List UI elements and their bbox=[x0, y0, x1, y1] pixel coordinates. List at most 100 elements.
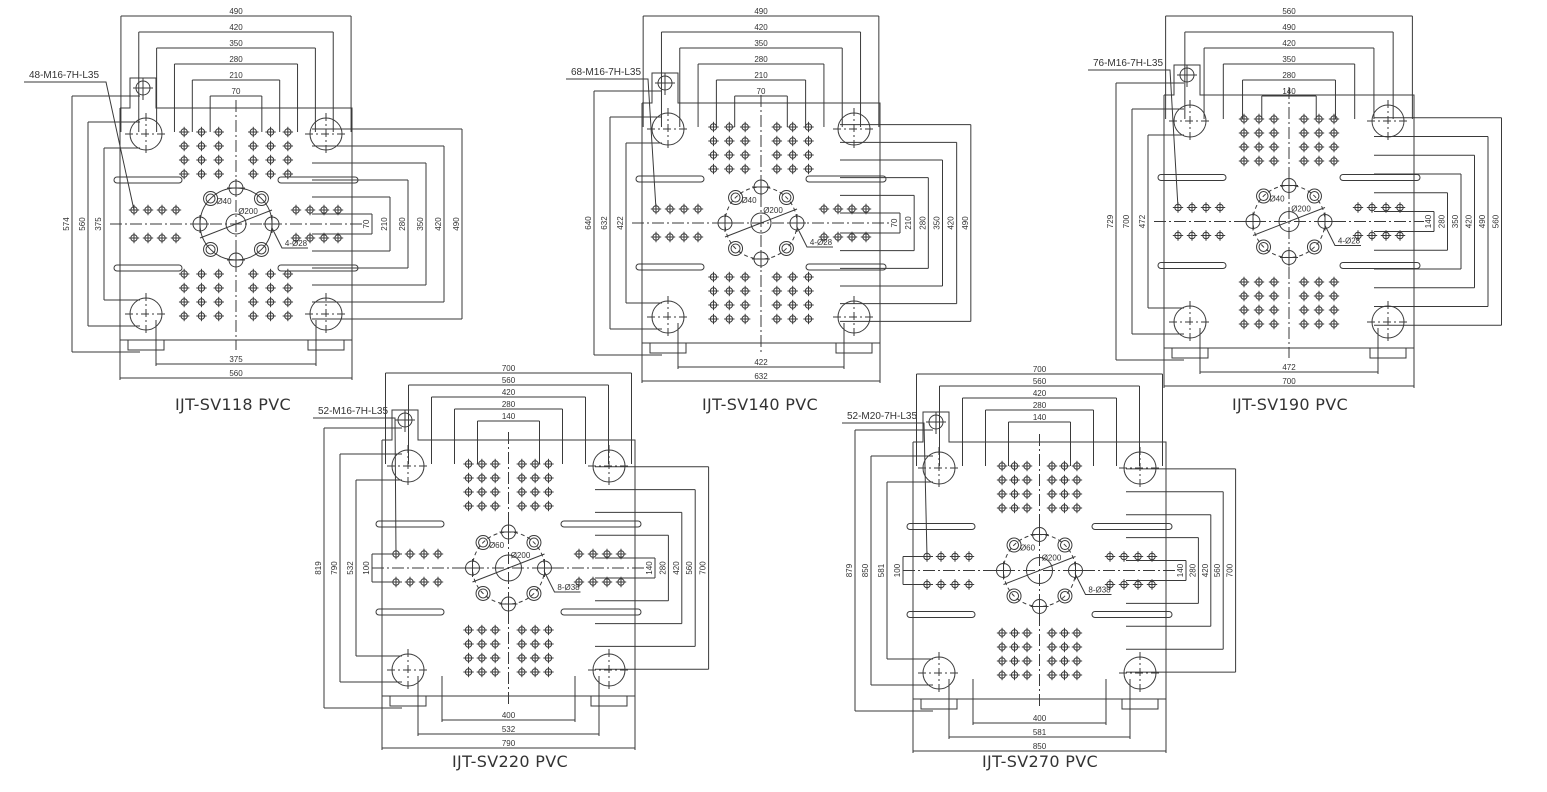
counterbore-hole bbox=[475, 585, 491, 601]
ejector-callout-leader bbox=[271, 227, 308, 249]
ring-diameter-label: Ø40 bbox=[1269, 195, 1285, 204]
top-dimension-label: 350 bbox=[229, 39, 243, 48]
left-dimension-label: 879 bbox=[845, 563, 854, 577]
counterbore-hole bbox=[1057, 588, 1073, 604]
left-dimension-label: 560 bbox=[78, 217, 87, 231]
platen-foot bbox=[1369, 347, 1407, 359]
top-dimension-label: 560 bbox=[1033, 377, 1047, 386]
thread-callout: 52-M16-7H-L35 bbox=[318, 406, 388, 417]
platen-foot bbox=[835, 342, 873, 354]
t-slot bbox=[635, 263, 705, 271]
ejector-hole-callout: 8-Ø38 bbox=[557, 583, 580, 592]
right-dimension-label: 70 bbox=[890, 218, 899, 227]
right-dimension-label: 700 bbox=[1226, 563, 1235, 577]
left-dimension-label: 729 bbox=[1106, 214, 1115, 228]
right-dimension-label: 350 bbox=[933, 216, 942, 230]
top-dimension-label: 350 bbox=[1282, 55, 1296, 64]
left-dimension-label: 632 bbox=[600, 216, 609, 230]
platen-foot bbox=[307, 339, 345, 351]
ejector-hole-callout: 4-Ø28 bbox=[810, 238, 833, 247]
left-dimension-label: 532 bbox=[346, 561, 355, 575]
counterbore-inner bbox=[1009, 590, 1020, 601]
counterbore-inner bbox=[1009, 540, 1020, 551]
bottom-dimension-label: 581 bbox=[1033, 728, 1047, 737]
top-dimension-label: 490 bbox=[754, 7, 768, 16]
locating-ring-hole bbox=[1026, 557, 1053, 584]
counterbore-hole bbox=[778, 190, 794, 206]
platen-outline bbox=[912, 411, 1167, 700]
counterbore-hole bbox=[1306, 239, 1322, 255]
counterbore-inner bbox=[1258, 241, 1269, 252]
t-slot bbox=[1339, 262, 1421, 269]
t-slot bbox=[375, 520, 445, 528]
locating-ring-hole bbox=[750, 212, 772, 234]
right-dimension-label: 140 bbox=[645, 561, 654, 575]
left-dimension-label: 850 bbox=[861, 563, 870, 577]
top-dimension-label: 560 bbox=[1282, 7, 1296, 16]
counterbore-inner bbox=[1309, 191, 1320, 202]
thread-callout: 52-M20-7H-L35 bbox=[847, 411, 917, 422]
thread-callout: 76-M16-7H-L35 bbox=[1093, 58, 1163, 69]
t-slot bbox=[906, 611, 976, 618]
counterbore-hole bbox=[1256, 239, 1272, 255]
diameter-leader bbox=[472, 553, 545, 583]
locating-ring-hole bbox=[225, 213, 247, 235]
counterbore-inner bbox=[1258, 191, 1269, 202]
counterbore-hole bbox=[778, 240, 794, 256]
top-dimension-label: 700 bbox=[502, 364, 516, 373]
right-dimension-label: 560 bbox=[685, 561, 694, 575]
bottom-dimension-label: 472 bbox=[1282, 363, 1296, 372]
counterbore-hole bbox=[1006, 537, 1022, 553]
locating-ring-hole bbox=[495, 554, 522, 582]
ejector-callout-leader bbox=[1075, 574, 1112, 595]
t-slot bbox=[113, 264, 183, 272]
left-dimension-label: 819 bbox=[314, 561, 323, 575]
top-dimension-label: 70 bbox=[232, 87, 241, 96]
platen-outline bbox=[381, 409, 636, 697]
top-dimension-label: 140 bbox=[1033, 413, 1047, 422]
ring-diameter-label: Ø60 bbox=[1020, 544, 1036, 553]
right-dimension-label: 210 bbox=[380, 217, 389, 231]
locating-ring-hole bbox=[1278, 211, 1300, 232]
platen-foot bbox=[127, 339, 165, 351]
bottom-dimension-label: 850 bbox=[1033, 742, 1047, 751]
t-slot bbox=[1091, 611, 1173, 618]
counterbore-inner bbox=[256, 244, 267, 255]
bottom-dimension-label: 422 bbox=[754, 358, 768, 367]
t-slot bbox=[805, 263, 887, 271]
right-dimension-label: 420 bbox=[947, 216, 956, 230]
counterbore-hole bbox=[728, 190, 744, 206]
right-dimension-label: 350 bbox=[1451, 214, 1460, 228]
counterbore-inner bbox=[205, 244, 216, 255]
right-dimension-label: 560 bbox=[1492, 214, 1501, 228]
top-dimension-label: 210 bbox=[229, 71, 243, 80]
counterbore-inner bbox=[478, 588, 489, 599]
top-dimension-label: 70 bbox=[757, 87, 766, 96]
platen-drawing-ijt-sv118: Ø200Ø404-Ø2848-M16-7H-L35490420350280210… bbox=[24, 7, 463, 380]
right-dimension-label: 280 bbox=[1438, 214, 1447, 228]
counterbore-hole bbox=[475, 535, 491, 551]
counterbore-hole bbox=[728, 240, 744, 256]
top-dimension-label: 280 bbox=[229, 55, 243, 64]
bottom-dimension-label: 532 bbox=[502, 725, 516, 734]
platen-drawing-ijt-sv140: Ø200Ø404-Ø2868-M16-7H-L35490420350280210… bbox=[566, 7, 972, 383]
bottom-dimension-label: 632 bbox=[754, 372, 768, 381]
counterbore-inner bbox=[528, 588, 539, 599]
top-dimension-label: 280 bbox=[754, 55, 768, 64]
platen-outline bbox=[119, 77, 353, 341]
left-dimension-label: 375 bbox=[94, 217, 103, 231]
top-dimension-label: 420 bbox=[502, 388, 516, 397]
top-dimension-label: 560 bbox=[502, 376, 516, 385]
top-dimension-label: 490 bbox=[1282, 23, 1296, 32]
counterbore-inner bbox=[1059, 590, 1070, 601]
platen-foot bbox=[1171, 347, 1209, 359]
ring-diameter-label: Ø40 bbox=[741, 196, 757, 205]
left-dimension-label: 422 bbox=[616, 216, 625, 230]
platen-foot bbox=[649, 342, 687, 354]
top-dimension-label: 210 bbox=[754, 71, 768, 80]
bottom-dimension-label: 790 bbox=[502, 739, 516, 748]
t-slot bbox=[805, 175, 887, 183]
t-slot bbox=[906, 523, 976, 530]
counterbore-hole bbox=[1256, 188, 1272, 204]
right-dimension-label: 70 bbox=[362, 219, 371, 228]
